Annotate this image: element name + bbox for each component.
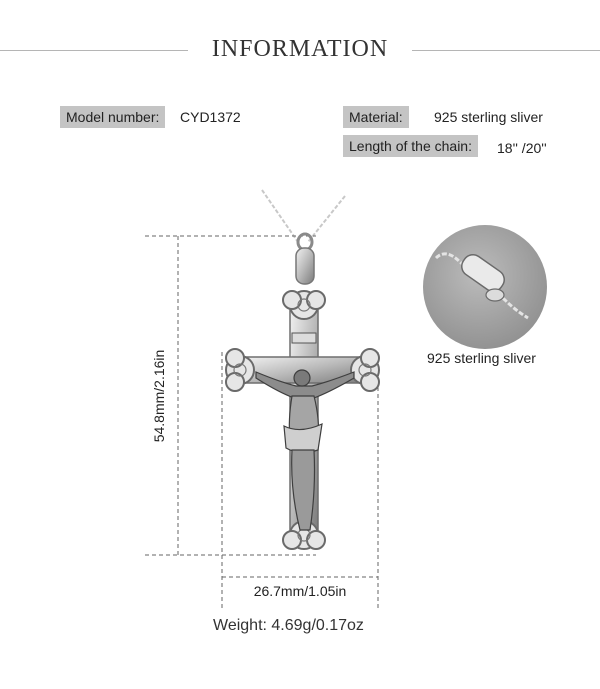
page-title: INFORMATION	[211, 36, 389, 62]
necklace-chain	[261, 189, 346, 243]
header-line-right	[412, 50, 600, 51]
width-dimension-label: 26.7mm/1.05in	[253, 583, 347, 599]
height-dimension-lines	[145, 235, 316, 556]
weight-label: Weight: 4.69g/0.17oz	[213, 617, 364, 634]
crucifix-figure	[255, 369, 355, 531]
model-number-value: CYD1372	[180, 109, 241, 125]
clasp-caption: 925 sterling sliver	[427, 350, 536, 366]
width-dimension-lines	[221, 352, 379, 608]
material-label: Material:	[343, 106, 409, 128]
material-value: 925 sterling sliver	[434, 109, 543, 125]
chain-length-label: Length of the chain:	[343, 135, 478, 157]
clasp-detail-image	[423, 225, 547, 349]
model-number-label: Model number:	[60, 106, 166, 128]
chain-length-value: 18'' /20''	[497, 140, 547, 156]
header-line-left	[0, 50, 188, 51]
pendant-bail	[295, 232, 315, 285]
height-dimension-label: 54.8mm/2.16in	[151, 350, 167, 443]
